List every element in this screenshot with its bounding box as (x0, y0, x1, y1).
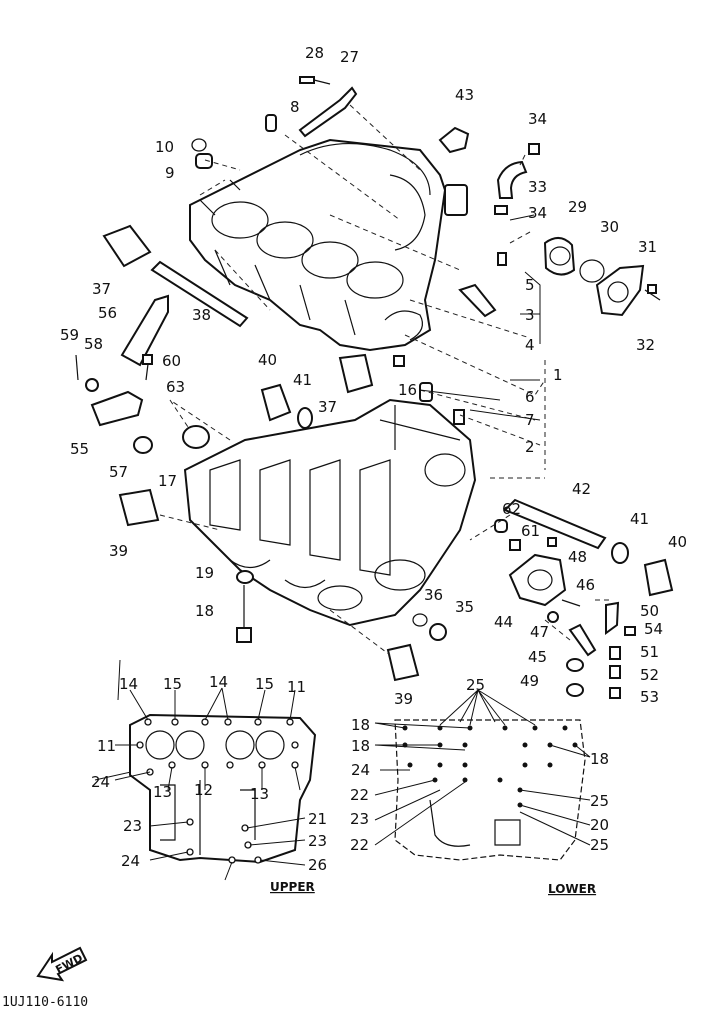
leader-lines (94, 104, 610, 781)
lower-section-label: LOWER (548, 882, 596, 896)
callout-label: 10 (155, 138, 174, 156)
callout-label: 49 (520, 672, 539, 690)
callout-label: 2 (525, 438, 535, 456)
lower-crankcase (183, 398, 477, 627)
callout-label: 41 (630, 510, 649, 528)
lower-bolt-pattern (374, 689, 591, 861)
callout-label: 23 (123, 817, 142, 835)
callout-label: 48 (568, 548, 587, 566)
callout-label: 39 (394, 690, 413, 708)
callout-label: 24 (91, 773, 110, 791)
callout-label: 38 (192, 306, 211, 324)
small-parts (75, 76, 674, 699)
callout-label: 12 (194, 781, 213, 799)
callout-label: 18 (195, 602, 214, 620)
callout-label: 61 (521, 522, 540, 540)
callout-label: 18 (351, 737, 370, 755)
callout-label: 25 (590, 792, 609, 810)
callout-label: 11 (287, 678, 306, 696)
callout-label: 36 (424, 586, 443, 604)
callout-label: 16 (398, 381, 417, 399)
callout-label: 57 (109, 463, 128, 481)
callout-label: 11 (97, 737, 116, 755)
upper-section-label: UPPER (270, 880, 315, 894)
upper-crankcase (189, 138, 468, 352)
callout-label: 43 (455, 86, 474, 104)
callout-label: 39 (109, 542, 128, 560)
upper-bolt-pattern (114, 687, 317, 881)
callout-label: 18 (351, 716, 370, 734)
callout-label: 56 (98, 304, 117, 322)
callout-label: 18 (590, 750, 609, 768)
callout-label: 37 (92, 280, 111, 298)
callout-label: 53 (640, 688, 659, 706)
callout-label: 62 (502, 500, 521, 518)
callout-label: 8 (290, 98, 300, 116)
callout-labels: 28 27 8 43 34 10 9 33 34 29 30 31 37 5 3… (60, 44, 687, 874)
callout-label: 58 (84, 335, 103, 353)
callout-label: 7 (525, 411, 535, 429)
callout-label: 24 (121, 852, 140, 870)
callout-label: 50 (640, 602, 659, 620)
callout-label: 6 (525, 388, 535, 406)
figure-code: 1UJ110-6110 (2, 995, 88, 1010)
callout-label: 42 (572, 480, 591, 498)
callout-label: 60 (162, 352, 181, 370)
callout-label: 30 (600, 218, 619, 236)
callout-label: 54 (644, 620, 663, 638)
callout-label: 17 (158, 472, 177, 490)
callout-label: 40 (668, 533, 687, 551)
callout-label: 14 (119, 675, 138, 693)
callout-label: 9 (165, 164, 175, 182)
callout-label: 26 (308, 856, 327, 874)
callout-label: 46 (576, 576, 595, 594)
callout-label: 33 (528, 178, 547, 196)
callout-label: 34 (528, 110, 547, 128)
callout-label: 34 (528, 204, 547, 222)
callout-label: 47 (530, 623, 549, 641)
callout-label: 59 (60, 326, 79, 344)
callout-label: 15 (255, 675, 274, 693)
callout-label: 52 (640, 666, 659, 684)
callout-label: 29 (568, 198, 587, 216)
callout-label: 28 (305, 44, 324, 62)
callout-label: 5 (525, 276, 535, 294)
callout-label: 1 (553, 366, 563, 384)
callout-label: 20 (590, 816, 609, 834)
callout-label: 15 (163, 675, 182, 693)
callout-label: 24 (351, 761, 370, 779)
callout-label: 35 (455, 598, 474, 616)
callout-label: 37 (318, 398, 337, 416)
callout-label: 23 (308, 832, 327, 850)
callout-label: 55 (70, 440, 89, 458)
callout-label: 44 (494, 613, 513, 631)
callout-label: 4 (525, 336, 535, 354)
callout-label: 31 (638, 238, 657, 256)
callout-label: 13 (153, 783, 172, 801)
callout-label: 14 (209, 673, 228, 691)
fwd-arrow: FWD (36, 946, 88, 982)
callout-label: 19 (195, 564, 214, 582)
callout-label: 45 (528, 648, 547, 666)
callout-label: 21 (308, 810, 327, 828)
callout-label: 13 (250, 785, 269, 803)
callout-label: 51 (640, 643, 659, 661)
callout-label: 41 (293, 371, 312, 389)
callout-label: 32 (636, 336, 655, 354)
callout-label: 25 (590, 836, 609, 854)
callout-label: 22 (350, 836, 369, 854)
callout-label: 23 (350, 810, 369, 828)
callout-label: 25 (466, 676, 485, 694)
callout-label: 63 (166, 378, 185, 396)
callout-label: 40 (258, 351, 277, 369)
callout-label: 27 (340, 48, 359, 66)
callout-label: 22 (350, 786, 369, 804)
callout-label: 3 (525, 306, 535, 324)
